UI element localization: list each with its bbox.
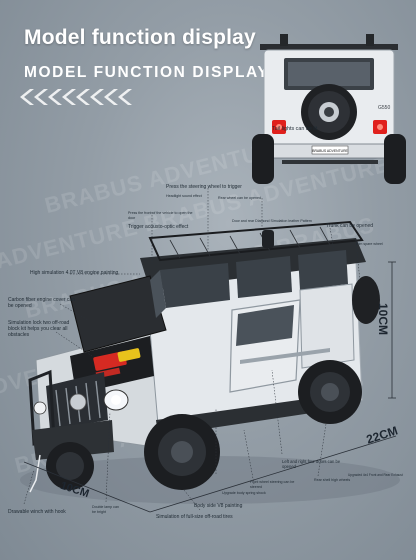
label-block-kit: Simulation lock two off-road block kit h… xyxy=(8,320,70,338)
label-rim-wheel: Rim spare wheel xyxy=(356,242,383,246)
label-trigger-light: Trigger acousto-optic effect xyxy=(128,224,189,230)
rear-view-image: G550 BRABUS ADVENTURE xyxy=(252,34,406,184)
chevron-stripe-icon xyxy=(20,89,132,105)
label-steering: Press the steering wheel to trigger xyxy=(166,184,242,190)
label-front-door: Press the front of the vehicle to open t… xyxy=(128,211,193,220)
label-exhaust: Upgraded 4x4 Front and Rear Exhaust xyxy=(348,473,403,477)
label-front-steer: Front wheel steering can be steered xyxy=(250,480,295,489)
page-subtitle: MODEL FUNCTION DISPLAY xyxy=(24,64,270,81)
label-tow-hook: Drawable winch with hook xyxy=(8,509,66,515)
rear-badge-text: G550 xyxy=(378,105,390,111)
label-offroad-tires: Simulation of full-size off-road tires xyxy=(156,514,233,520)
label-trunk: Trunk can be opened xyxy=(326,223,374,229)
dimension-height: 10CM xyxy=(376,303,390,336)
label-tail-lights: Tail lights can be lit xyxy=(272,126,318,132)
label-doors-open: Left and right four doors can be opened xyxy=(282,459,341,469)
label-wheels: Rear shell high wheels xyxy=(314,478,351,482)
label-bodyside: Body side V8 painting xyxy=(194,503,243,509)
page-title: Model function display xyxy=(24,26,256,49)
rear-plate-text: BRABUS ADVENTURE xyxy=(312,149,348,153)
label-shock: Upgrade body spring shock xyxy=(222,491,266,495)
label-engine: High simulation 4.0T V8 engine painting xyxy=(30,270,119,276)
label-double-lamp: Double lamp can be bright xyxy=(92,505,119,514)
label-door-diamond: Door and rear Diamond Simulation leather… xyxy=(232,219,312,223)
label-hood-cover: Carbon fiber engine cover can be opened xyxy=(8,297,75,309)
label-headlight-sound: Headlight sound effect xyxy=(166,194,202,198)
label-rear-wheel: Rear wheel can be opened xyxy=(218,196,261,200)
